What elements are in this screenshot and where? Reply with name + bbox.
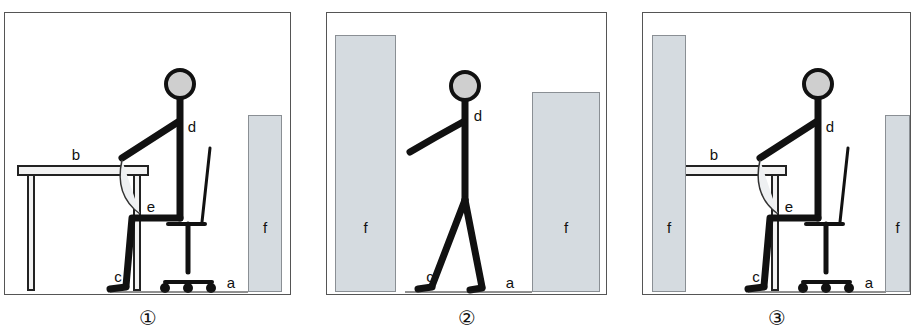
part-letter: a [865,275,873,290]
panel-frame [643,13,911,295]
part-letter: c [752,269,760,284]
panel-number: ③ [768,308,786,328]
panel-label: f [533,219,599,236]
part-letter: b [72,147,80,162]
panel-label: f [886,219,909,236]
walking-person [405,72,532,292]
part-letter: c [114,269,122,284]
part-letter: d [188,119,196,134]
part-letter: e [785,199,793,214]
part-letter: a [227,275,235,290]
grounded-panel: f [885,115,910,292]
part-letter: b [710,147,718,162]
grounded-panel: f [532,92,600,292]
part-letter: e [147,199,155,214]
part-letter: a [506,275,514,290]
panel-frame [327,13,607,295]
grounded-panel: f [248,115,282,292]
grounded-panel: f [652,35,686,292]
panel-number: ② [458,308,476,328]
part-letter: d [474,108,482,123]
panel-frame [5,13,291,295]
part-letter: c [426,269,434,284]
panel-label: f [249,219,281,236]
seated-person [656,70,886,293]
panel-number: ① [139,308,157,328]
part-letter: d [826,119,834,134]
grounded-panel: f [335,35,396,292]
panel-label: f [336,219,395,236]
seated-person [18,70,248,293]
panel-label: f [653,219,685,236]
